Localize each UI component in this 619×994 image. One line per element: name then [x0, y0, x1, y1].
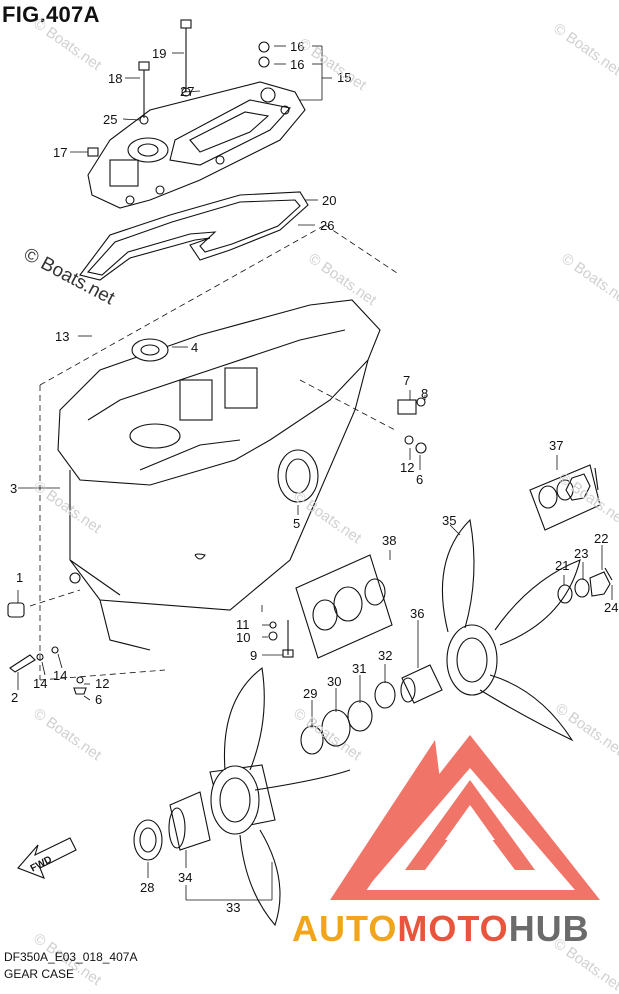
automotohub-wordmark: AUTOMOTOHUB — [292, 908, 590, 950]
callout-labels: 1 2 3 4 5 6 6 7 8 9 10 11 12 12 13 14 14… — [10, 39, 618, 915]
callout-25: 25 — [103, 112, 117, 127]
callout-1: 1 — [16, 570, 23, 585]
bolt-9 — [268, 620, 294, 658]
callout-12b: 12 — [400, 460, 414, 475]
callout-18: 18 — [108, 71, 122, 86]
spacer-36 — [400, 664, 443, 704]
propeller-rear-35 — [441, 518, 581, 742]
callout-29: 29 — [303, 686, 317, 701]
callout-17: 17 — [53, 145, 67, 160]
gasket — [79, 191, 309, 281]
left-small-parts — [7, 602, 87, 695]
reference-lines — [29, 224, 401, 681]
automotohub-logo — [330, 735, 600, 900]
callout-8: 8 — [421, 386, 428, 401]
callout-15: 15 — [337, 70, 351, 85]
brand-moto: MOTO — [397, 908, 509, 949]
callout-26: 26 — [320, 218, 334, 233]
callout-10: 10 — [236, 630, 250, 645]
callout-5: 5 — [293, 516, 300, 531]
callout-16a: 16 — [290, 39, 304, 54]
callout-12a: 12 — [95, 676, 109, 691]
callout-14a: 14 — [33, 676, 47, 691]
nut-washer-set — [557, 567, 613, 604]
callout-21: 21 — [555, 558, 569, 573]
callout-31: 31 — [352, 661, 366, 676]
callout-24: 24 — [604, 600, 618, 615]
callout-22: 22 — [594, 531, 608, 546]
callout-2: 2 — [11, 690, 18, 705]
callout-28: 28 — [140, 880, 154, 895]
callout-6b: 6 — [416, 472, 423, 487]
callout-30: 30 — [327, 674, 341, 689]
propeller-front-33 — [209, 667, 351, 927]
callout-7: 7 — [403, 373, 410, 388]
callout-14b: 14 — [53, 668, 67, 683]
callout-27: 27 — [180, 84, 194, 99]
callout-33: 33 — [226, 900, 240, 915]
callout-19: 19 — [152, 46, 166, 61]
callout-20: 20 — [322, 193, 336, 208]
callout-35: 35 — [442, 513, 456, 528]
figure-code: DF350A_E03_018_407A — [4, 950, 138, 964]
callout-36: 36 — [410, 606, 424, 621]
fwd-arrow-icon — [17, 837, 77, 879]
figure-name: GEAR CASE — [4, 967, 75, 981]
callout-4: 4 — [191, 340, 198, 355]
callout-3: 3 — [10, 481, 17, 496]
bolts-top — [87, 19, 270, 157]
brand-auto: AUTO — [292, 908, 398, 949]
callout-6a: 6 — [95, 692, 102, 707]
brand-hub: HUB — [508, 908, 590, 949]
nut-set-37 — [529, 464, 601, 531]
callout-13: 13 — [55, 329, 69, 344]
leader-lines — [17, 45, 613, 901]
top-cover-plate — [87, 81, 306, 209]
bearing-set-38 — [295, 554, 393, 659]
figure-title: FIG.407A — [2, 2, 100, 27]
oil-seal-5 — [277, 449, 319, 503]
callout-32: 32 — [378, 648, 392, 663]
callout-23: 23 — [574, 546, 588, 561]
callout-37: 37 — [549, 438, 563, 453]
sleeve-34 — [133, 791, 211, 861]
right-small-parts — [397, 397, 427, 454]
callout-16b: 16 — [290, 57, 304, 72]
callout-38: 38 — [382, 533, 396, 548]
callout-11: 11 — [236, 617, 250, 632]
callout-9: 9 — [250, 648, 257, 663]
gear-case-housing — [57, 299, 381, 651]
callout-34: 34 — [178, 870, 192, 885]
